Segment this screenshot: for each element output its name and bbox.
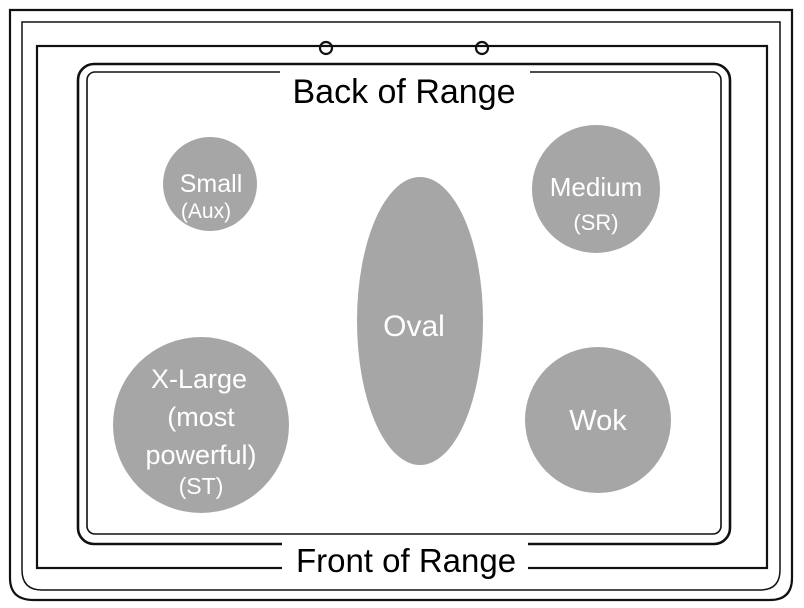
burner-medium-name: Medium [550, 172, 642, 202]
burner-oval: Oval [357, 177, 483, 465]
burner-small: Small (Aux) [163, 137, 257, 231]
burner-oval-name: Oval [383, 310, 445, 343]
hinge-knob-left [318, 40, 334, 56]
outer-frame-inner-line [21, 21, 781, 591]
burner-medium: Medium (SR) [532, 125, 660, 253]
burner-wok-shape [525, 347, 671, 493]
burner-small-code: (Aux) [181, 200, 231, 223]
back-label-bg [280, 70, 530, 110]
burner-small-shape [163, 137, 257, 231]
burner-wok-name: Wok [569, 405, 627, 437]
front-of-range-label: Front of Range [296, 542, 516, 579]
burner-small-name: Small [180, 170, 243, 198]
hinge-knob-right [474, 40, 490, 56]
back-of-range-label: Back of Range [292, 73, 515, 111]
front-label-bg [282, 540, 528, 578]
burner-xlarge-line3: powerful) [145, 440, 256, 470]
burner-xlarge: X-Large (most powerful) (ST) [113, 337, 289, 513]
burner-oval-shape [357, 177, 483, 465]
burner-xlarge-line1: X-Large [151, 364, 247, 394]
burner-wok: Wok [525, 347, 671, 493]
burner-xlarge-code: (ST) [179, 473, 224, 499]
burner-medium-shape [532, 125, 660, 253]
burner-medium-code: (SR) [573, 210, 618, 235]
burner-xlarge-shape [113, 337, 289, 513]
outer-frame [8, 8, 794, 602]
burner-xlarge-line2: (most [167, 402, 235, 432]
